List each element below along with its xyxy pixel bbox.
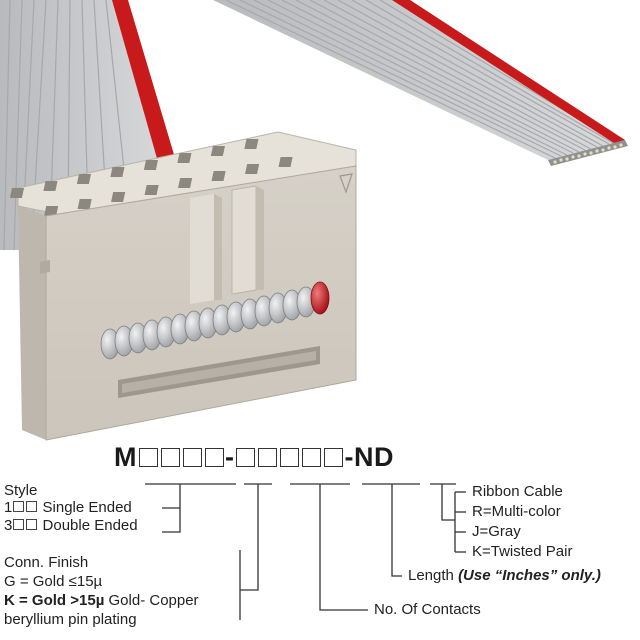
length-label: Length (Use “Inches” only.) bbox=[408, 567, 601, 585]
ribbon-cable-right bbox=[213, 0, 628, 166]
style-double: 3 Double Ended bbox=[4, 517, 138, 535]
part-number: M - -ND bbox=[114, 442, 394, 473]
part-number-prefix: M bbox=[114, 442, 137, 472]
finish-line3: beryllium pin plating bbox=[4, 611, 137, 628]
leader-lines bbox=[145, 483, 466, 620]
style-single: 1 Single Ended bbox=[4, 499, 132, 517]
style-single-code: 1 bbox=[4, 499, 13, 516]
ribbon-j: J=Gray bbox=[472, 523, 521, 540]
ribbon-title: Ribbon Cable bbox=[472, 483, 563, 500]
length-note: (Use “Inches” only.) bbox=[458, 567, 601, 584]
style-double-label: Double Ended bbox=[42, 517, 138, 534]
ribbon-r: R=Multi-color bbox=[472, 503, 561, 520]
style-double-code: 3 bbox=[4, 517, 13, 534]
length-text: Length bbox=[408, 567, 454, 584]
finish-line2: K = Gold >15µ Gold- Copper bbox=[4, 592, 199, 610]
ribbon-k: K=Twisted Pair bbox=[472, 543, 573, 560]
contacts-label: No. Of Contacts bbox=[374, 601, 481, 618]
style-single-label: Single Ended bbox=[42, 499, 132, 516]
part-number-separator: - bbox=[225, 442, 235, 472]
part-number-suffix: -ND bbox=[344, 442, 394, 472]
finish-title: Conn. Finish bbox=[4, 554, 89, 571]
finish-line2-bold: K = Gold >15µ bbox=[4, 592, 105, 609]
part-number-group2 bbox=[235, 442, 345, 472]
cable-wires-section bbox=[100, 281, 330, 398]
finish-line1: G = Gold ≤15µ bbox=[4, 573, 103, 590]
style-title: Style bbox=[4, 482, 38, 499]
finish-line2-rest: Gold- Copper bbox=[104, 592, 199, 609]
idc-connector bbox=[9, 131, 357, 441]
part-number-group1 bbox=[137, 442, 225, 472]
